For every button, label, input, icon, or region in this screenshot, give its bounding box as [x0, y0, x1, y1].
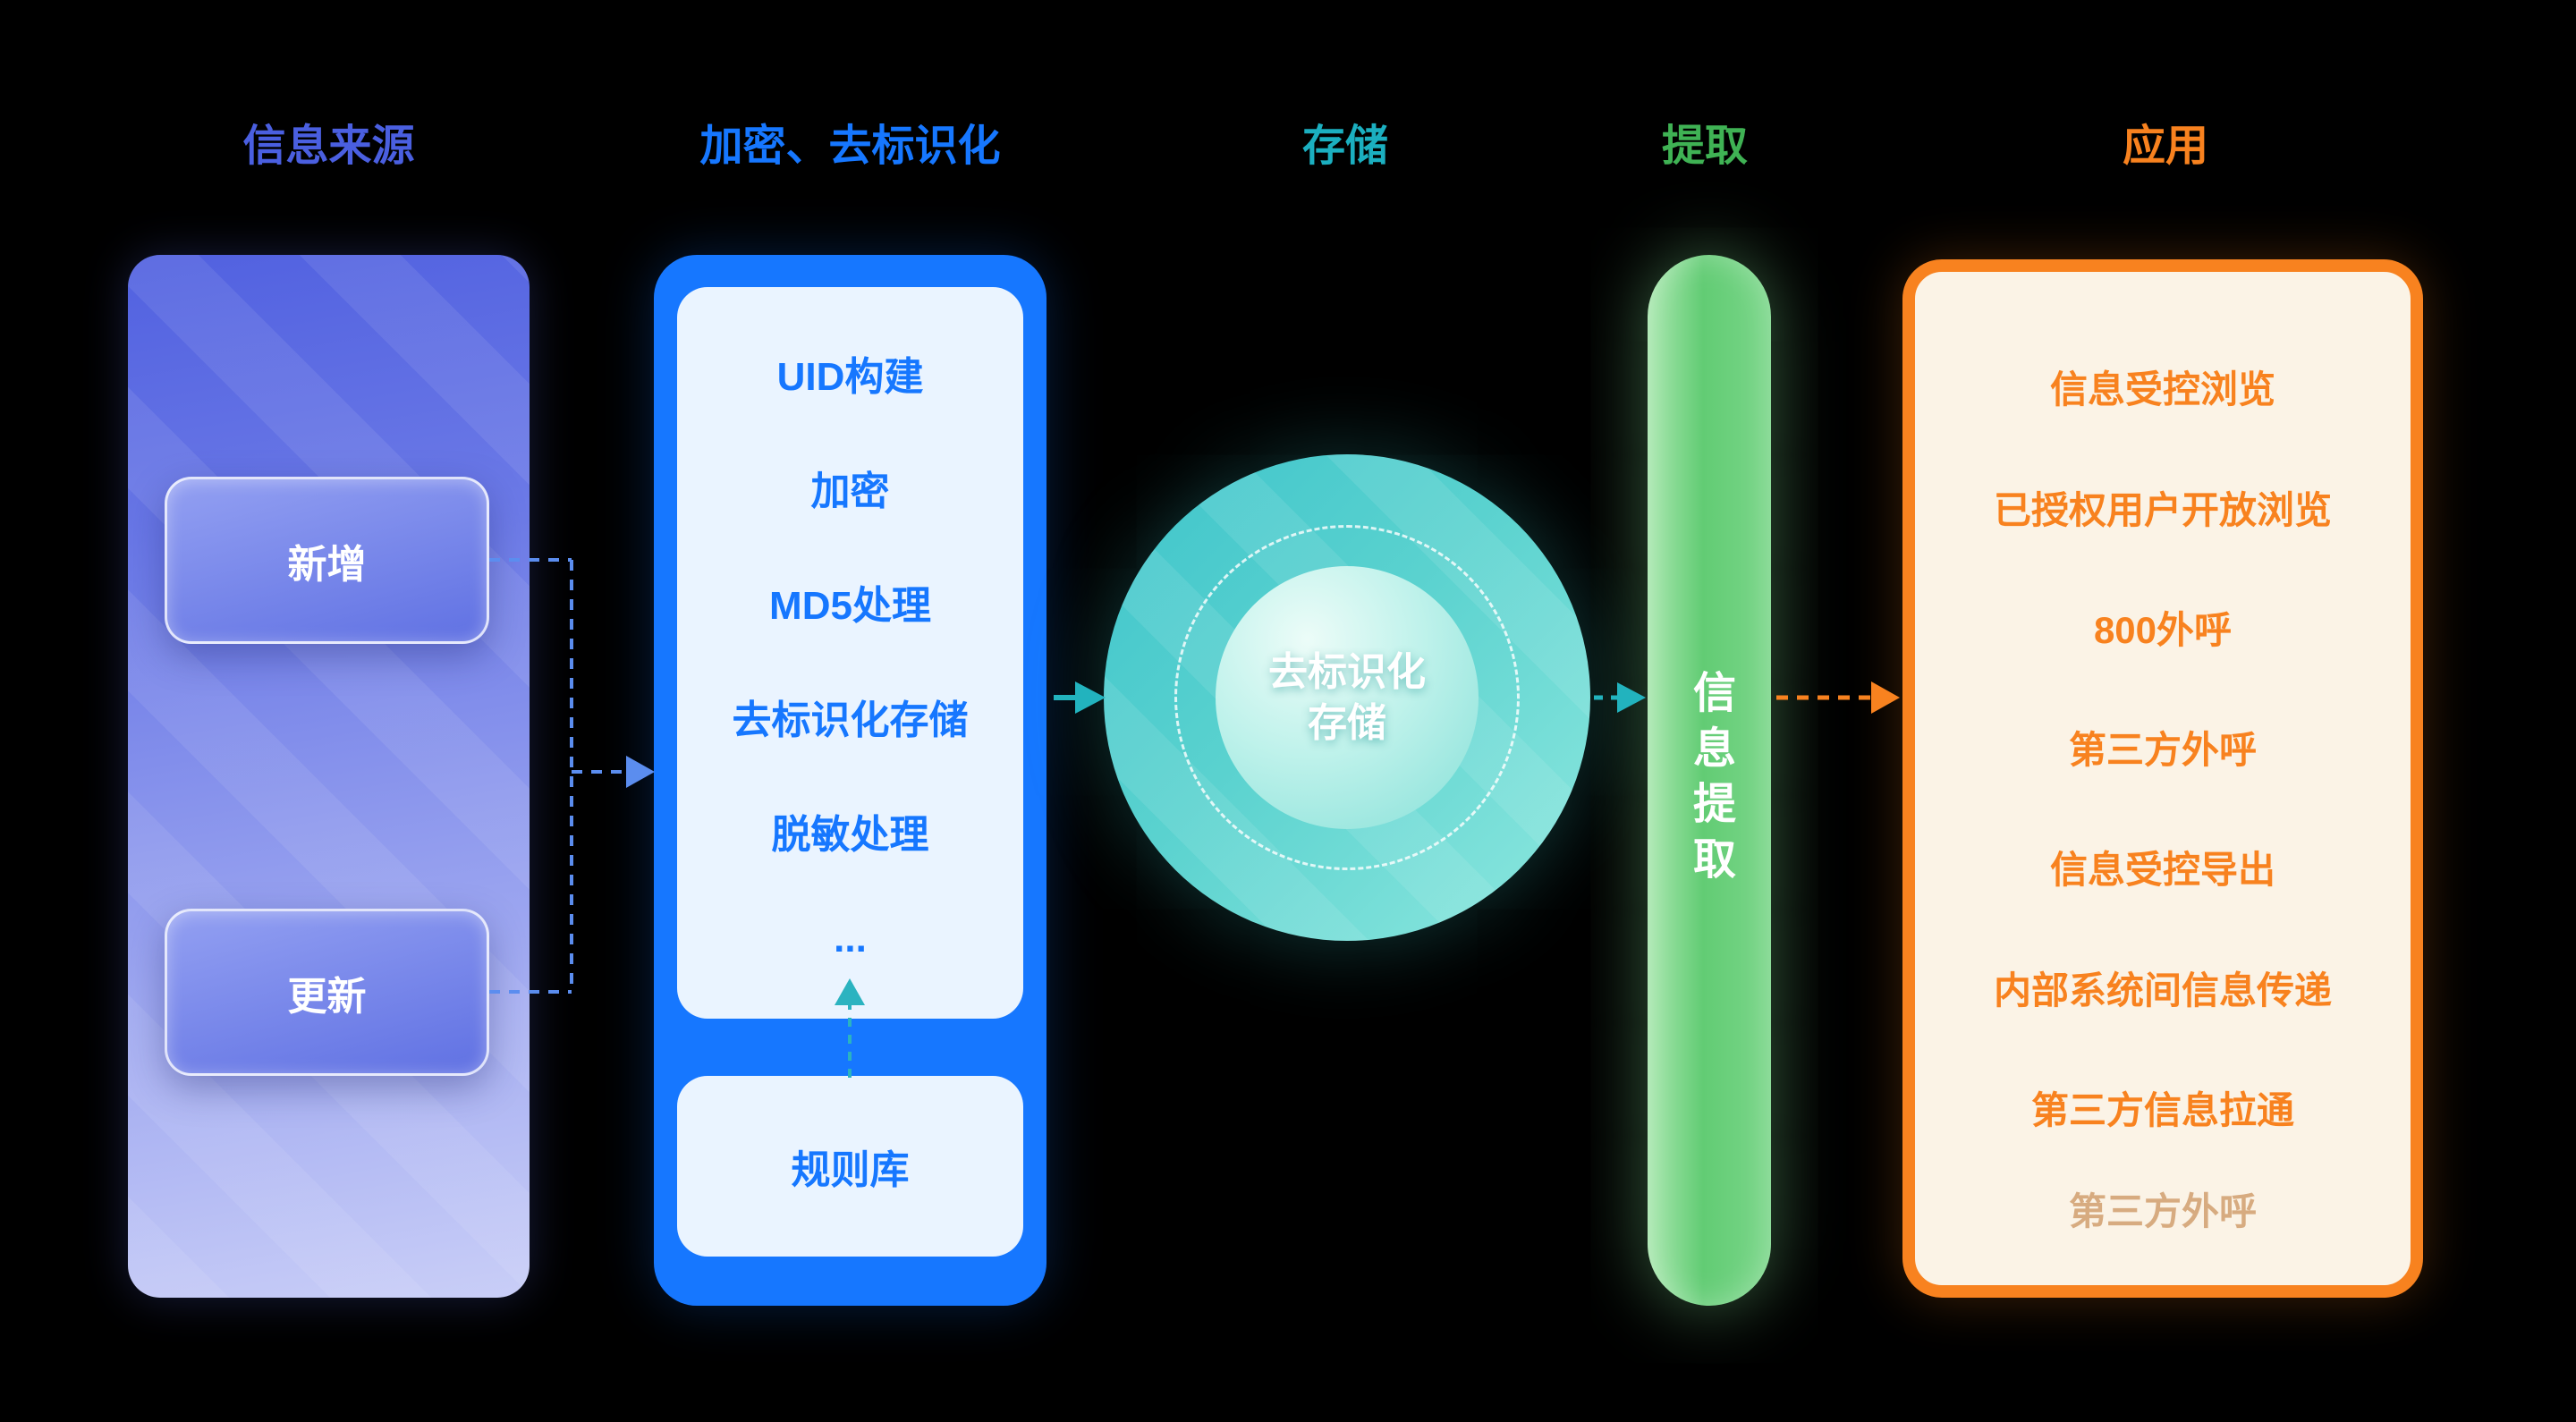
- stage-label-storage: 存储: [1301, 123, 1388, 170]
- storage-circle-label-line2: 存储: [1308, 701, 1386, 745]
- stage-label-source: 信息来源: [242, 123, 415, 170]
- extract-bar: 信息提取: [1648, 255, 1771, 1306]
- encrypt-step-mask: 脱敏处理: [771, 813, 929, 857]
- app-item-800-outbound: 800外呼: [2093, 608, 2233, 651]
- app-item-controlled-browse: 信息受控浏览: [2049, 368, 2275, 411]
- encrypt-step-encrypt: 加密: [810, 470, 890, 513]
- node-update: 更新: [165, 909, 489, 1076]
- app-item-controlled-export: 信息受控导出: [2049, 849, 2275, 892]
- storage-circle: 去标识化 存储: [1104, 454, 1590, 941]
- rule-library-panel: 规则库: [677, 1076, 1023, 1257]
- node-add: 新增: [165, 477, 489, 644]
- stage-label-extract: 提取: [1661, 123, 1748, 170]
- encrypt-step-uid: UID构建: [776, 355, 924, 399]
- encrypt-panel: UID构建 加密 MD5处理 去标识化存储 脱敏处理 ... 规则库: [654, 255, 1046, 1306]
- application-items: 信息受控浏览 已授权用户开放浏览 800外呼 第三方外呼 信息受控导出 内部系统…: [1924, 294, 2402, 1200]
- app-item-authorized-browse: 已授权用户开放浏览: [1993, 488, 2332, 531]
- storage-circle-core: 去标识化 存储: [1216, 566, 1479, 829]
- app-item-faded: 第三方外呼: [2068, 1190, 2257, 1232]
- storage-circle-dashed-ring: [1174, 525, 1520, 870]
- encrypt-steps-panel: UID构建 加密 MD5处理 去标识化存储 脱敏处理 ...: [677, 287, 1023, 1019]
- arrowhead-source-to-encrypt: [626, 756, 655, 788]
- arrowhead-storage-to-extract: [1617, 682, 1646, 713]
- application-panel: 信息受控浏览 已授权用户开放浏览 800外呼 第三方外呼 信息受控导出 内部系统…: [1902, 259, 2423, 1298]
- encrypt-step-deid: 去标识化存储: [732, 698, 969, 742]
- extract-bar-label: 信息提取: [1686, 669, 1733, 892]
- app-item-thirdparty-outbound: 第三方外呼: [2068, 729, 2257, 771]
- encrypt-step-more: ...: [834, 917, 867, 961]
- stage-label-encrypt: 加密、去标识化: [699, 123, 1001, 170]
- stage-label-application: 应用: [2122, 123, 2208, 170]
- encrypt-step-md5: MD5处理: [769, 584, 931, 628]
- app-item-internal-transfer: 内部系统间信息传递: [1993, 969, 2332, 1011]
- arrowhead-extract-to-app: [1871, 681, 1900, 714]
- source-panel: 新增 更新: [128, 255, 530, 1298]
- arrowhead-encrypt-to-storage: [1075, 681, 1106, 714]
- app-item-thirdparty-sync: 第三方信息拉通: [2030, 1088, 2294, 1131]
- storage-circle-label-line1: 去标识化: [1268, 649, 1426, 694]
